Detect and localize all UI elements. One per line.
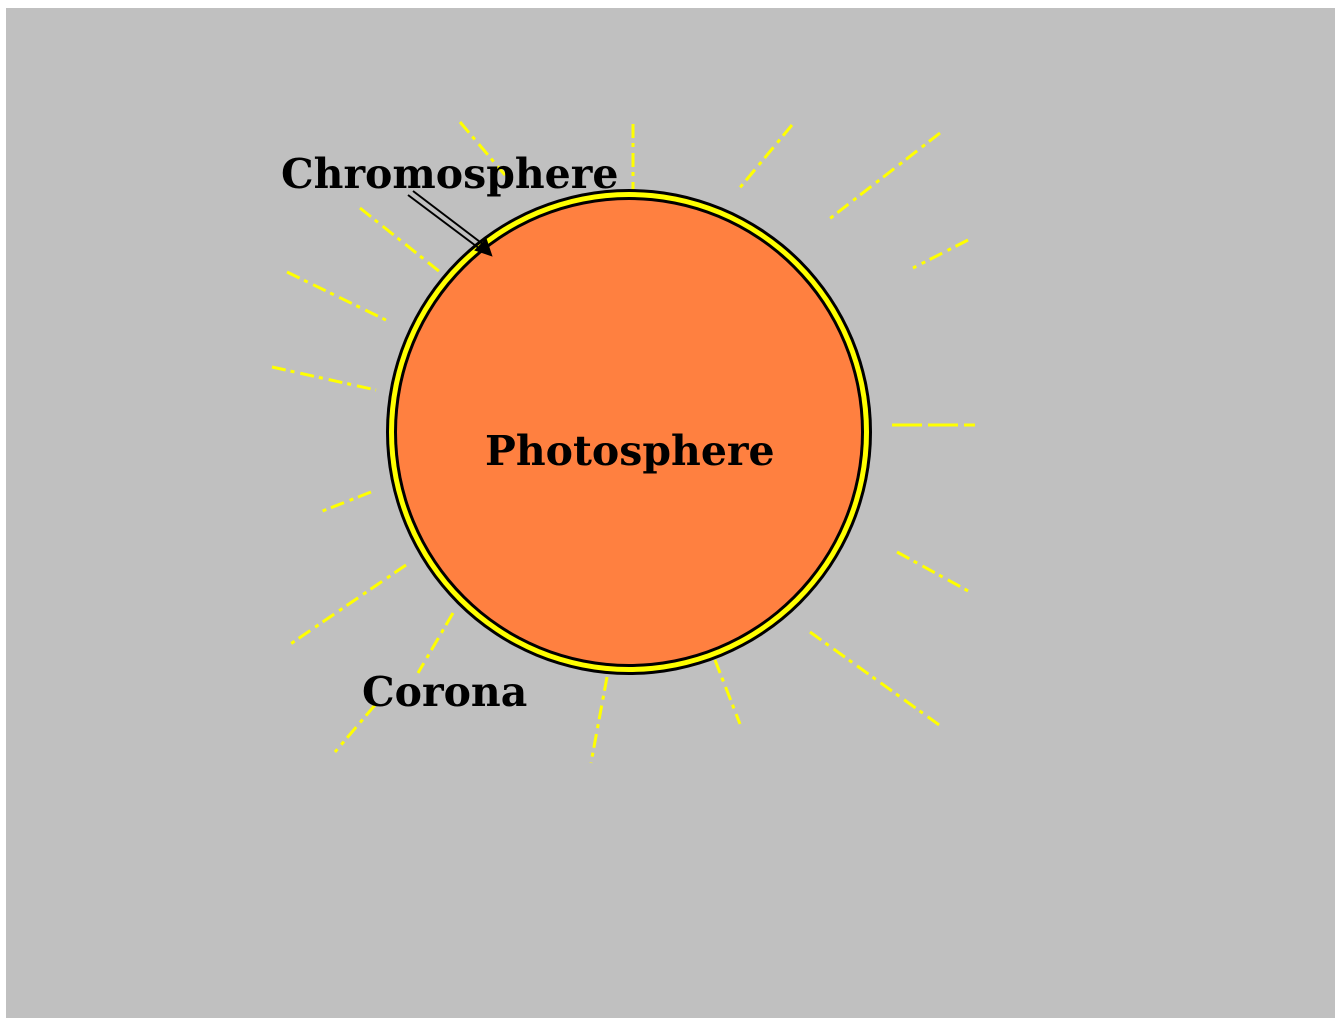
- chromosphere-label: Chromosphere: [281, 150, 618, 198]
- corona-label: Corona: [362, 668, 527, 716]
- photosphere-label: Photosphere: [485, 427, 775, 475]
